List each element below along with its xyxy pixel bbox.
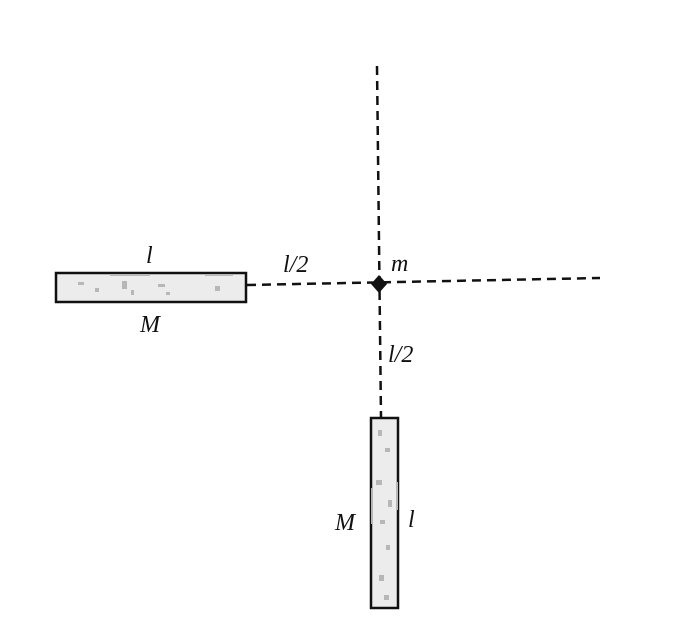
label-horizontal-rod-mass: M: [139, 312, 162, 338]
label-point-mass: m: [391, 251, 408, 277]
vertical-rod: [369, 416, 400, 610]
label-vertical-rod-mass: M: [334, 510, 357, 536]
vertical-dashed-axis: [375, 65, 383, 419]
vertical-rod-texture: [371, 430, 398, 600]
horizontal-dashed-axis: [246, 276, 601, 287]
label-horizontal-rod-length: l: [146, 243, 153, 269]
point-mass-dot: [371, 275, 387, 293]
horizontal-rod-texture: [78, 274, 233, 295]
label-horizontal-gap: l/2: [283, 252, 308, 278]
horizontal-rod: [54, 271, 248, 304]
label-vertical-rod-length: l: [408, 507, 415, 533]
label-vertical-gap: l/2: [388, 342, 413, 368]
